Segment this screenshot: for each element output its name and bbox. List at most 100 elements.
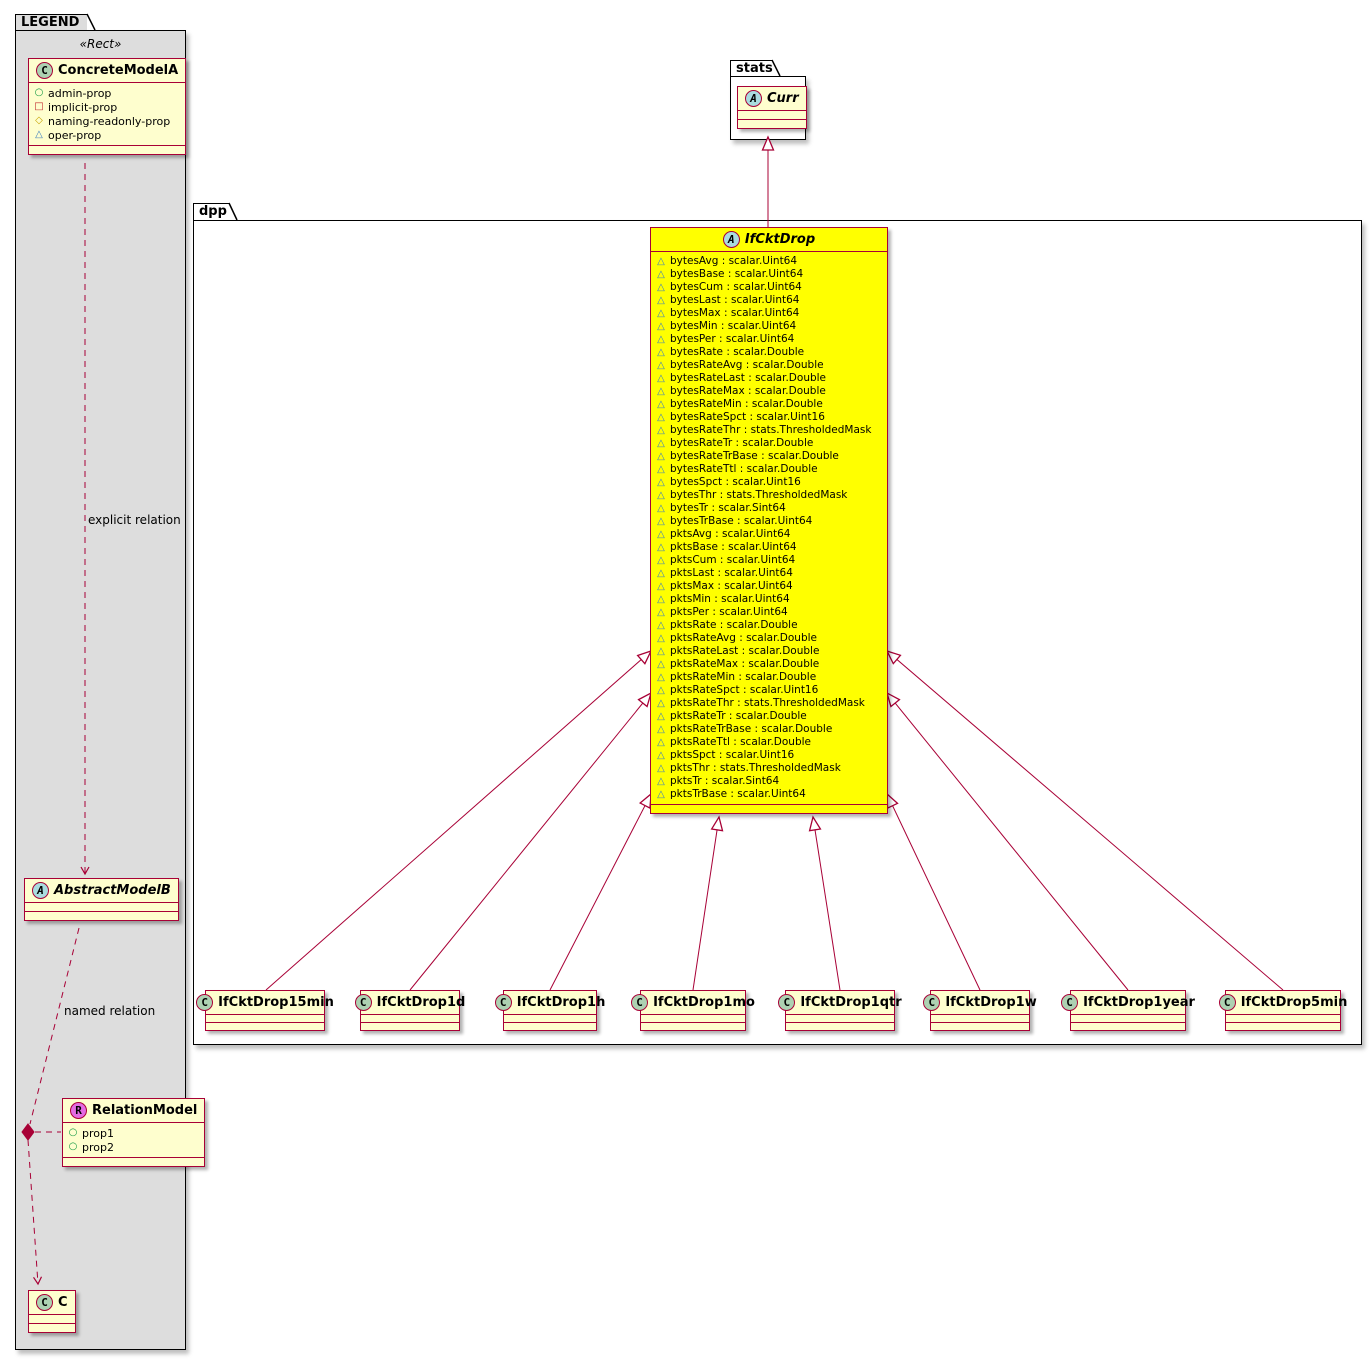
relation-spot-icon: R [70, 1102, 87, 1119]
abstract-spot-icon: A [722, 231, 740, 248]
class-name: IfCktDrop15min [218, 995, 334, 1010]
fields-compartment [504, 1014, 596, 1022]
package-tab-stats: stats [730, 60, 773, 77]
property-row: △ pktsBase : scalar.Uint64 [656, 541, 882, 554]
property-row: ◇ naming-readonly-prop [34, 114, 180, 128]
property-label: pktsRateTr : scalar.Double [670, 710, 807, 723]
property-label: bytesMin : scalar.Uint64 [670, 320, 797, 333]
property-label: pktsRateLast : scalar.Double [670, 645, 820, 658]
triangle-icon: △ [657, 619, 665, 631]
subclass-ifcktdrop1h: C IfCktDrop1h [494, 990, 605, 1031]
property-label: bytesRateTr : scalar.Double [670, 437, 814, 450]
property-row: △ bytesPer : scalar.Uint64 [656, 333, 882, 346]
class-curr: A Curr [737, 86, 807, 129]
class-spot-icon: C [1218, 994, 1236, 1011]
triangle-icon: △ [657, 580, 665, 592]
class-spot-icon: C [631, 994, 649, 1011]
triangle-icon: △ [657, 255, 665, 267]
property-label: bytesMax : scalar.Uint64 [670, 307, 800, 320]
methods-compartment [504, 1022, 596, 1030]
property-row: △ pktsCum : scalar.Uint64 [656, 554, 882, 567]
class-header: A IfCktDrop [651, 228, 887, 251]
class-spot-icon: C [494, 994, 512, 1011]
class-header: C IfCktDrop1qtr [778, 991, 902, 1014]
fields-compartment: ○ prop1 ○ prop2 [63, 1122, 205, 1157]
subclass-ifcktdrop1year: C IfCktDrop1year [1061, 990, 1195, 1031]
property-row: △ bytesRateSpct : scalar.Uint16 [656, 411, 882, 424]
triangle-icon: △ [657, 528, 665, 540]
property-label: bytesRateThr : stats.ThresholdedMask [670, 424, 872, 437]
methods-compartment [361, 1022, 459, 1030]
class-header: C IfCktDrop15min [196, 991, 334, 1014]
property-row: △ pktsPer : scalar.Uint64 [656, 606, 882, 619]
edge-label-explicit-relation: explicit relation [88, 513, 181, 527]
property-row: △ pktsRateTr : scalar.Double [656, 710, 882, 723]
class-name: C [58, 1295, 68, 1310]
triangle-icon: △ [657, 788, 665, 800]
property-label: admin-prop [48, 86, 112, 100]
property-label: bytesRateTrBase : scalar.Double [670, 450, 839, 463]
class-spot-icon: C [36, 62, 53, 79]
class-concretemodela: C ConcreteModelA ○ admin-prop □ implicit… [28, 58, 187, 155]
triangle-icon: △ [657, 307, 665, 319]
fields-compartment [25, 902, 178, 911]
triangle-icon: △ [657, 541, 665, 553]
fields-compartment: ○ admin-prop □ implicit-prop ◇ naming-re… [29, 82, 186, 145]
fields-compartment [786, 1014, 894, 1022]
property-label: bytesTr : scalar.Sint64 [670, 502, 786, 515]
property-row: △ pktsMax : scalar.Uint64 [656, 580, 882, 593]
class-header: C IfCktDrop5min [1218, 991, 1347, 1014]
triangle-icon: △ [657, 372, 665, 384]
property-label: bytesLast : scalar.Uint64 [670, 294, 800, 307]
class-header: R RelationModel [63, 1099, 204, 1122]
methods-compartment [206, 1022, 324, 1030]
fields-compartment [641, 1014, 745, 1022]
triangle-icon: △ [657, 398, 665, 410]
triangle-icon: △ [657, 606, 665, 618]
edge-label-named-relation: named relation [64, 1004, 156, 1018]
property-row: △ bytesBase : scalar.Uint64 [656, 268, 882, 281]
class-c: C C [28, 1290, 76, 1333]
property-label: bytesThr : stats.ThresholdedMask [670, 489, 848, 502]
subclass-ifcktdrop1w: C IfCktDrop1w [923, 990, 1037, 1031]
methods-compartment [25, 911, 178, 920]
class-name: IfCktDrop1w [945, 995, 1037, 1010]
tab-slant-stats [771, 59, 781, 77]
property-label: bytesBase : scalar.Uint64 [670, 268, 804, 281]
class-spot-icon: C [196, 994, 214, 1011]
property-row: △ bytesMin : scalar.Uint64 [656, 320, 882, 333]
subclass-ifcktdrop1qtr: C IfCktDrop1qtr [778, 990, 902, 1031]
package-tab-dpp: dpp [193, 203, 229, 220]
class-spot-icon: C [1061, 994, 1079, 1011]
triangle-icon: △ [657, 554, 665, 566]
property-label: bytesRateLast : scalar.Double [670, 372, 827, 385]
class-header: C IfCktDrop1d [354, 991, 465, 1014]
fields-compartment [206, 1014, 324, 1022]
property-label: prop1 [82, 1126, 114, 1140]
methods-compartment [651, 804, 887, 813]
property-label: bytesRateAvg : scalar.Double [670, 359, 824, 372]
fields-compartment [29, 1314, 75, 1323]
property-row: △ pktsTr : scalar.Sint64 [656, 775, 882, 788]
class-name: RelationModel [92, 1103, 198, 1118]
fields-compartment: △ bytesAvg : scalar.Uint64 △ bytesBase :… [651, 251, 887, 804]
property-row: △ pktsRateMax : scalar.Double [656, 658, 882, 671]
property-label: bytesPer : scalar.Uint64 [670, 333, 795, 346]
methods-compartment [1226, 1022, 1340, 1030]
class-spot-icon: C [923, 994, 941, 1011]
property-row: △ bytesSpct : scalar.Uint16 [656, 476, 882, 489]
property-label: pktsRateMin : scalar.Double [670, 671, 817, 684]
triangle-icon: △ [657, 515, 665, 527]
property-label: bytesSpct : scalar.Uint16 [670, 476, 801, 489]
class-spot-icon: C [354, 994, 372, 1011]
class-abstractmodelb: A AbstractModelB [24, 878, 179, 921]
triangle-icon: △ [657, 476, 665, 488]
class-header: C C [29, 1291, 75, 1314]
property-label: pktsRateAvg : scalar.Double [670, 632, 817, 645]
property-row: △ bytesRateAvg : scalar.Double [656, 359, 882, 372]
tab-slant-dpp [228, 202, 238, 221]
property-row: △ pktsThr : stats.ThresholdedMask [656, 762, 882, 775]
property-row: △ pktsRateAvg : scalar.Double [656, 632, 882, 645]
property-row: △ bytesRateLast : scalar.Double [656, 372, 882, 385]
class-header: C ConcreteModelA [29, 59, 185, 82]
